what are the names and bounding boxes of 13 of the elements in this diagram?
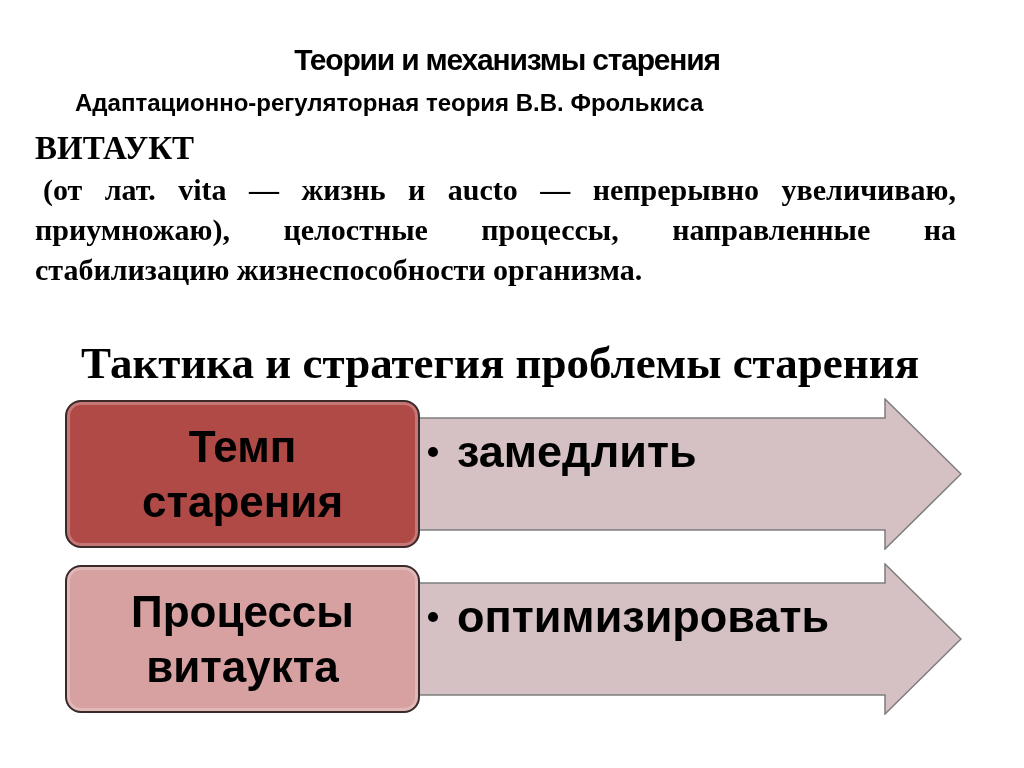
section-heading: Тактика и стратегия проблемы старения [80, 337, 920, 390]
list-item-text: замедлить [457, 426, 697, 478]
term-heading: ВИТАУКТ [35, 129, 196, 167]
box-label: Темп старения [140, 421, 345, 528]
slide-title: Теории и механизмы старения [293, 42, 721, 78]
box-label: Процессы витаукта [130, 586, 355, 693]
pointed-banner [420, 398, 962, 550]
rounded-box [65, 400, 420, 548]
list-item-text: оптимизировать [457, 591, 830, 643]
rounded-box [65, 565, 420, 713]
definition-paragraph: (от лат. vita — жизнь и aucto — непрерывно увеличиваю, приумножаю), целостные процессы, направленные на стабилизацию жизнеспособности организма. [35, 172, 956, 288]
pointed-banner [420, 563, 962, 715]
subtitle: Адаптационно-регуляторная теория В.В. Фролькиса [75, 88, 705, 118]
